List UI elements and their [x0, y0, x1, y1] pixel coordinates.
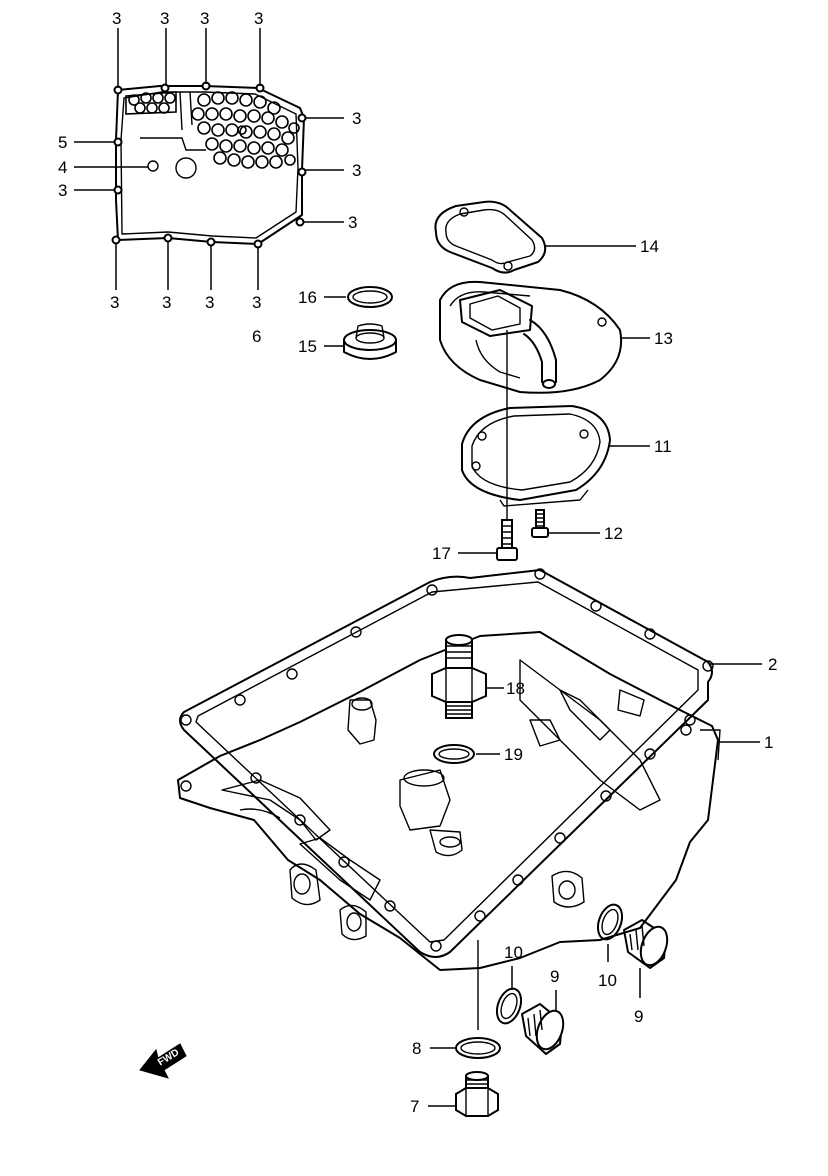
callout-5: 5	[58, 133, 67, 152]
callout-3: 3	[110, 293, 119, 312]
strainer-plate	[111, 81, 307, 249]
callout-15: 15	[298, 337, 317, 356]
callout-labels: 3 3 3 3 3 3 3 5 4 3 3 3 3 3 6 16 15 14 1…	[58, 9, 777, 1116]
forward-arrow: FWD	[139, 1043, 187, 1079]
callout-3: 3	[162, 293, 171, 312]
callout-7: 7	[410, 1097, 419, 1116]
washer-10-left	[495, 987, 523, 1025]
callout-3: 3	[348, 213, 357, 232]
callout-17: 17	[432, 544, 451, 563]
callout-11: 11	[654, 437, 672, 456]
plug-9-left	[521, 1003, 565, 1055]
callout-16: 16	[298, 288, 317, 307]
oil-pressure-switch-18	[431, 634, 487, 719]
callout-3: 3	[205, 293, 214, 312]
callout-3: 3	[352, 109, 361, 128]
strainer-mesh-right	[191, 91, 300, 169]
callout-3: 3	[254, 9, 263, 28]
callout-18: 18	[506, 679, 525, 698]
callout-3: 3	[252, 293, 261, 312]
callout-3: 3	[112, 9, 121, 28]
callout-4: 4	[58, 158, 67, 177]
callout-10: 10	[504, 943, 523, 962]
callout-9: 9	[634, 1007, 643, 1026]
cover-13	[439, 280, 622, 394]
bushing-15	[343, 323, 397, 360]
callout-19: 19	[504, 745, 523, 764]
callout-3: 3	[352, 161, 361, 180]
callout-12: 12	[604, 524, 623, 543]
bolt-12	[531, 509, 549, 538]
callout-1: 1	[764, 733, 773, 752]
plug-9-right	[623, 919, 669, 969]
callout-3: 3	[160, 9, 169, 28]
o-ring-16	[347, 286, 393, 308]
callout-13: 13	[654, 329, 673, 348]
callout-3: 3	[58, 181, 67, 200]
gasket-14	[434, 200, 547, 274]
callout-3: 3	[200, 9, 209, 28]
callout-6: 6	[252, 327, 261, 346]
callout-10: 10	[598, 971, 617, 990]
drain-plug-7	[455, 1071, 499, 1117]
bolt-17	[496, 519, 518, 561]
o-ring-19	[433, 744, 475, 764]
callout-14: 14	[640, 237, 659, 256]
oil-pan-1	[177, 631, 721, 971]
oil-pan-gasket-2	[179, 568, 714, 958]
washer-10-right	[596, 903, 624, 941]
callout-9: 9	[550, 967, 559, 986]
leader-lines	[74, 28, 762, 1107]
strainer-screws	[111, 81, 307, 249]
gasket-8	[455, 1037, 501, 1059]
callout-8: 8	[412, 1039, 421, 1058]
strainer-mesh-left	[125, 91, 177, 115]
gasket-11	[461, 405, 611, 507]
callout-2: 2	[768, 655, 777, 674]
